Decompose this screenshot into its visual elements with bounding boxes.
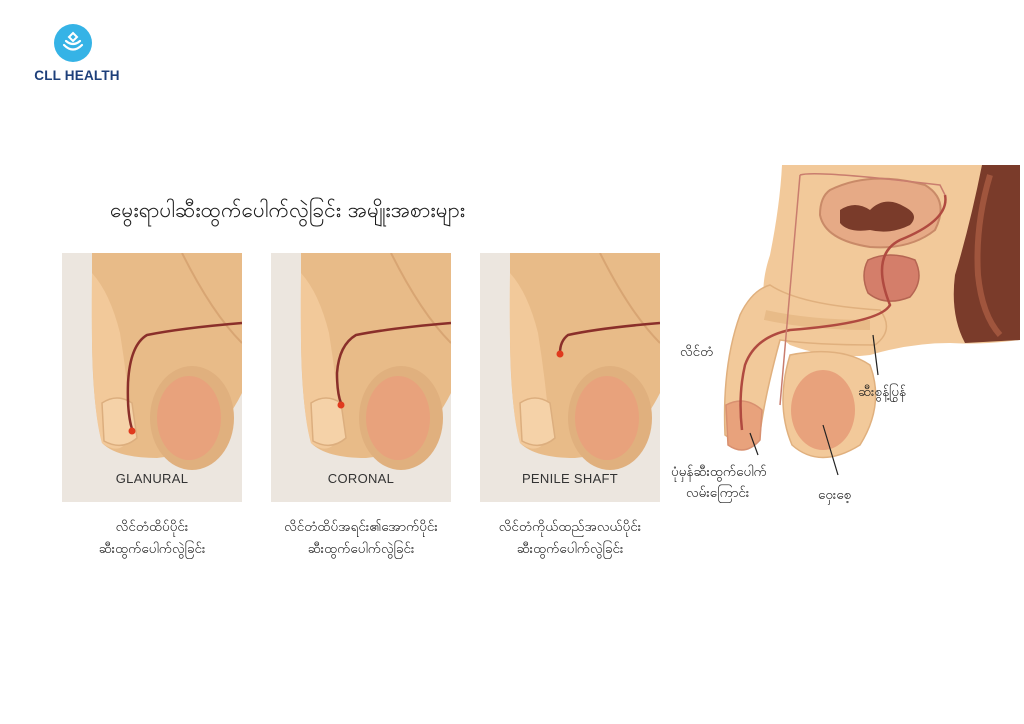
label-urethra-line2: လမ်းကြောင်း <box>686 485 750 501</box>
brand-logo: CLL HEALTH <box>22 20 132 90</box>
caption-coronal: လိင်တံထိပ်အရင်း၏အောက်ပိုင်း ဆီးထွက်ပေါက်… <box>241 516 481 560</box>
label-urethra-line1: ပုံမှန်ဆီးထွက်ပေါက် <box>671 464 767 480</box>
caption-line: လိင်တံထိပ်ပိုင်း <box>115 519 189 535</box>
label-testis: ဝှေးစေ့ <box>818 487 852 503</box>
logo-mark-icon <box>54 24 92 62</box>
meatus-marker <box>128 427 136 435</box>
caption-line: လိင်တံထိပ်အရင်း၏အောက်ပိုင်း <box>284 519 438 535</box>
panel-label: PENILE SHAFT <box>521 471 619 486</box>
caption-line: ဆီးထွက်ပေါက်လွဲခြင်း <box>307 541 415 557</box>
panel-label: CORONAL <box>327 471 395 486</box>
glanural-illustration <box>91 253 242 470</box>
panel-glanural: GLANURAL <box>62 253 242 502</box>
anatomy-illustration <box>723 165 1020 476</box>
panel-label: GLANURAL <box>115 471 189 486</box>
caption-penile-shaft: လိင်တံကိုယ်ထည်အလယ်ပိုင်း ဆီးထွက်ပေါက်လွဲ… <box>450 516 690 560</box>
meatus-marker <box>556 350 564 358</box>
label-penis: လိင်တံ <box>680 344 714 360</box>
caption-line: လိင်တံကိုယ်ထည်အလယ်ပိုင်း <box>498 519 642 535</box>
meatus-marker <box>337 401 345 409</box>
caption-glanural: လိင်တံထိပ်ပိုင်း ဆီးထွက်ပေါက်လွဲခြင်း <box>32 516 272 560</box>
panel-coronal: CORONAL <box>271 253 451 502</box>
caption-line: ဆီးထွက်ပေါက်လွဲခြင်း <box>98 541 206 557</box>
coronal-illustration <box>300 253 451 470</box>
page-title: မွေးရာပါဆီးထွက်ပေါက်လွဲခြင်း အမျိုးအစားမ… <box>110 198 466 222</box>
brand-name: CLL HEALTH <box>34 68 120 83</box>
label-prostate: ဆီးစွန့်ပြွန် <box>858 384 907 400</box>
penile-shaft-illustration <box>509 253 660 470</box>
caption-line: ဆီးထွက်ပေါက်လွဲခြင်း <box>516 541 624 557</box>
panel-penile-shaft: PENILE SHAFT <box>480 253 660 502</box>
